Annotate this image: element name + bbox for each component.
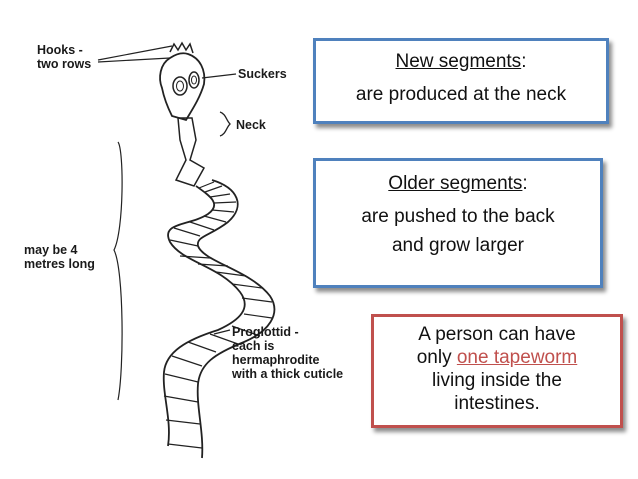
suckers-pointer [201, 73, 237, 79]
note-line-3: living inside the [432, 370, 562, 391]
sucker-1-inner [176, 80, 184, 92]
note-line-1: A person can have [418, 324, 576, 345]
note-line-4: intestines. [454, 393, 540, 414]
proglottid-pointer [213, 329, 231, 335]
older-segments-box: Older segments: are pushed to the back a… [313, 158, 603, 288]
proglottid-segments [163, 181, 273, 449]
hook-crown [169, 41, 194, 54]
new-segments-title: New segments [395, 51, 522, 72]
new-segments-box: New segments: are produced at the neck [313, 38, 609, 124]
hooks-pointer [97, 45, 173, 61]
neck [174, 117, 206, 187]
label-proglottid: Proglottid - each is hermaphrodite with … [232, 325, 344, 381]
new-segments-colon: : [521, 51, 527, 72]
neck-brace [219, 111, 231, 137]
older-segments-text-2: and grow larger [391, 235, 525, 256]
note-line-2-pre: only [416, 347, 457, 368]
strobila-left-edge [162, 185, 246, 447]
length-brace [113, 141, 123, 401]
label-suckers: Suckers [238, 67, 287, 81]
tapeworm-note-box: A person can have only one tapeworm livi… [371, 314, 623, 428]
sucker-2-inner [191, 75, 197, 85]
sucker-1 [172, 76, 188, 96]
new-segments-text: are produced at the neck [355, 84, 567, 105]
note-highlight: one tapeworm [456, 347, 578, 368]
scolex [159, 52, 206, 122]
older-segments-text-1: are pushed to the back [361, 206, 555, 227]
strobila-right-edge [196, 179, 276, 459]
older-segments-title: Older segments [388, 173, 523, 194]
label-hooks: Hooks - two rows [37, 43, 92, 71]
sucker-2 [188, 71, 200, 89]
label-length: may be 4 metres long [24, 243, 95, 271]
label-neck: Neck [236, 118, 266, 132]
hooks-pointer-2 [97, 57, 171, 63]
older-segments-colon: : [522, 173, 528, 194]
